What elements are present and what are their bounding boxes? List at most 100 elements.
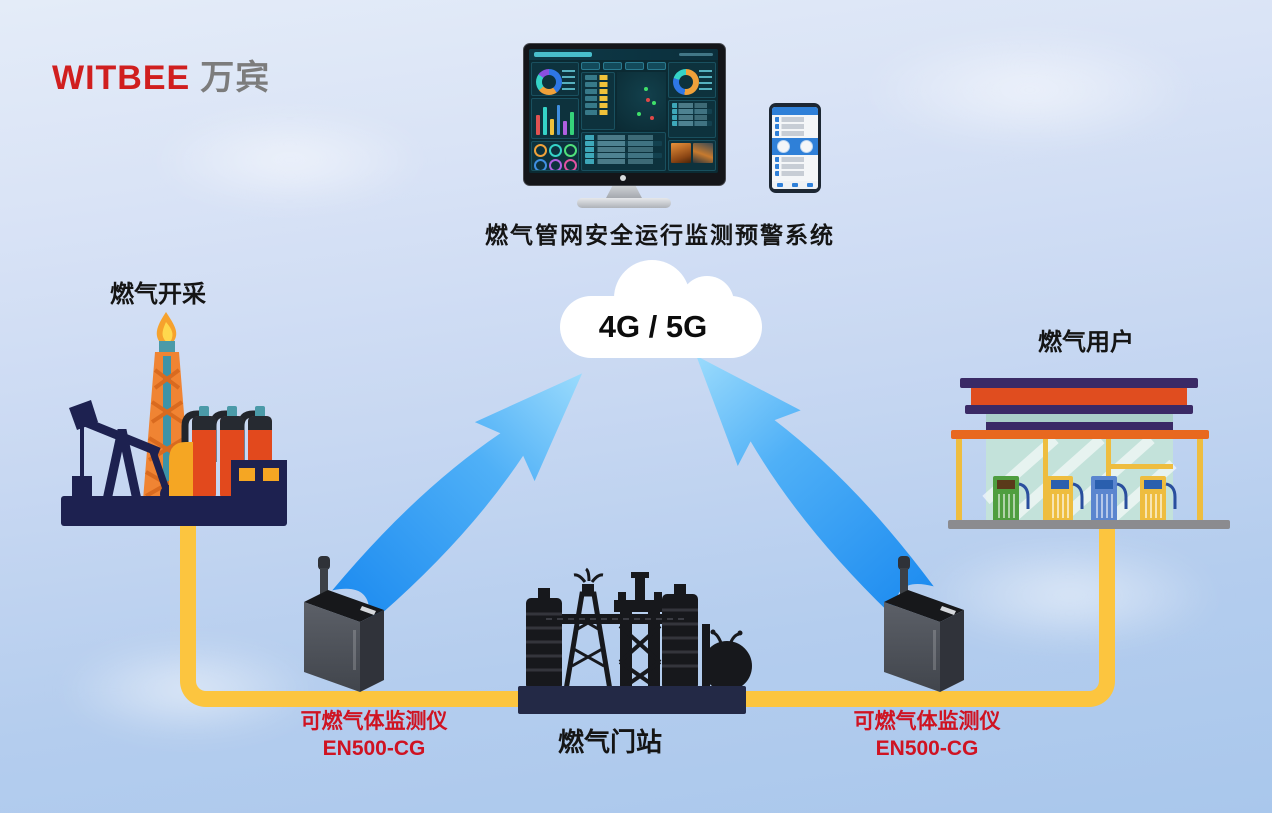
phone-list-row — [775, 164, 815, 169]
dashboard-stats-panel — [581, 72, 616, 131]
monitor-stand-base — [577, 198, 671, 208]
phone-app-header — [772, 107, 818, 115]
chart-legend — [562, 70, 576, 94]
cloud-body — [560, 296, 762, 358]
phone-app-screen — [772, 107, 818, 189]
phone-gauge — [777, 140, 790, 153]
phone-nav-item — [807, 183, 814, 187]
network-cloud-label: 4G / 5G — [598, 309, 708, 344]
device-model: EN500-CG — [875, 737, 979, 760]
table-row — [672, 102, 712, 108]
device-name: 可燃气体监测仪 — [853, 710, 1001, 733]
map-marker-green — [636, 111, 641, 116]
dashboard-screen — [529, 49, 718, 173]
tab-pill — [603, 62, 623, 70]
network-cloud-icon: 4G / 5G — [560, 260, 762, 360]
dashboard-body — [531, 62, 716, 171]
table-row — [585, 141, 663, 147]
bar — [536, 115, 540, 135]
brand-logo-latin: WITBEE — [52, 59, 191, 97]
background-cloud — [860, 30, 1200, 150]
phone-illustration — [769, 103, 821, 193]
map-marker-green — [644, 87, 649, 92]
stat-row — [585, 75, 612, 80]
camera-thumbnail — [671, 142, 692, 163]
table-row — [672, 108, 712, 114]
map-marker-red — [649, 116, 654, 121]
label-gas-extraction: 燃气开采 — [110, 281, 206, 308]
device-name: 可燃气体监测仪 — [300, 710, 448, 733]
stat-row — [585, 89, 612, 94]
bar — [542, 107, 547, 135]
dashboard-left-column — [531, 62, 580, 171]
background-cloud — [150, 110, 430, 210]
dashboard-right-column — [668, 62, 716, 171]
ring-gauge — [534, 158, 547, 170]
phone-nav-item — [791, 183, 798, 187]
phone-nav-item — [776, 183, 783, 187]
bar — [563, 121, 568, 135]
phone-nav-bar — [772, 181, 818, 189]
monitor-brand-icon — [620, 175, 626, 181]
ring-gauge — [549, 143, 562, 157]
dashboard-map — [617, 72, 667, 131]
gate-station-illustration — [518, 567, 752, 714]
phone-list-row — [775, 131, 815, 136]
tab-pill — [625, 62, 645, 70]
camera-thumbnail — [693, 142, 713, 163]
table-row — [585, 147, 663, 153]
table-row — [672, 114, 712, 120]
table-row — [585, 159, 663, 165]
phone-list-row — [775, 117, 815, 122]
phone-list-row — [775, 157, 815, 162]
donut-hole — [679, 75, 694, 89]
chart-legend — [699, 70, 712, 94]
gas-station-illustration — [948, 378, 1230, 529]
oil-extraction-illustration — [61, 312, 287, 526]
ring-gauge — [534, 143, 547, 157]
dashboard-list-panel — [668, 99, 716, 138]
bar — [570, 112, 575, 135]
map-marker-green — [652, 101, 657, 106]
map-marker-red — [645, 97, 650, 102]
dashboard-center-column — [581, 62, 667, 171]
donut-chart — [673, 69, 700, 95]
gas-detector-device-right — [884, 556, 964, 692]
fuel-pumps — [993, 476, 1177, 522]
bar — [549, 118, 554, 135]
gas-detector-device-left — [304, 556, 384, 692]
ring-gauge — [564, 143, 577, 157]
phone-gauge-band — [772, 138, 818, 155]
dashboard-bar-panel — [531, 98, 580, 139]
stat-row — [585, 103, 612, 108]
monitor-stand-neck — [605, 184, 643, 200]
dashboard-donut-panel — [531, 62, 580, 97]
stat-row — [585, 96, 612, 101]
device-model: EN500-CG — [322, 737, 426, 760]
dashboard-table-panel — [581, 132, 667, 171]
tab-pill — [581, 62, 601, 70]
table-row — [672, 120, 712, 126]
dashboard-gauges-panel — [531, 140, 580, 171]
phone-gauge — [800, 140, 813, 153]
label-gas-gate-station: 燃气门站 — [557, 727, 662, 757]
dashboard-map-block — [581, 72, 667, 131]
background-cloud — [920, 540, 1220, 650]
dashboard-camera-panel — [668, 139, 716, 171]
phone-list-row — [775, 171, 815, 176]
bar — [556, 104, 561, 135]
dashboard-donut-panel-right — [668, 62, 716, 98]
label-gas-users: 燃气用户 — [1038, 329, 1134, 356]
donut-hole — [542, 75, 556, 89]
donut-chart — [536, 69, 562, 95]
stat-row — [585, 82, 612, 87]
device-label-left: 可燃气体监测仪 EN500-CG — [259, 708, 489, 762]
ring-gauge — [549, 158, 562, 170]
brand-logo-cjk: 万宾 — [200, 59, 271, 97]
system-title: 燃气管网安全运行监测预警系统 — [485, 222, 835, 248]
ring-gauge — [564, 158, 577, 170]
tab-pill — [647, 62, 667, 70]
dashboard-header — [529, 49, 718, 60]
